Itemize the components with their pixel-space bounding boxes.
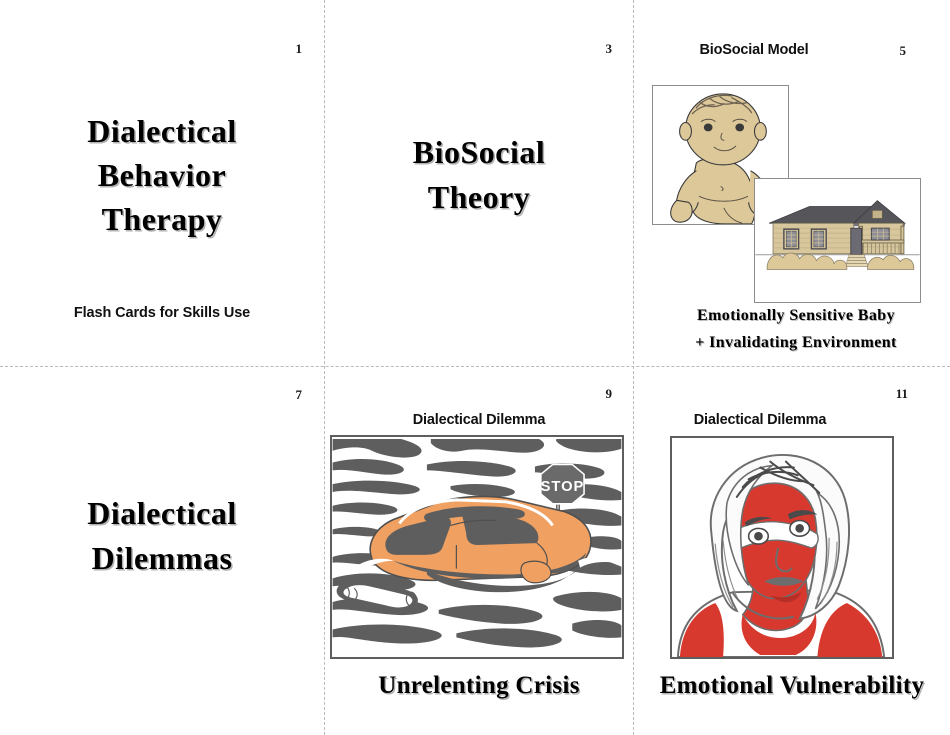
card-title-line-2: Dilemmas	[91, 540, 233, 576]
card-9[interactable]: 9 Dialectical Dilemma	[325, 367, 633, 735]
card-title-line-2: Behavior	[97, 157, 227, 193]
card-caption: Unrelenting Crisis	[378, 672, 580, 699]
cut-guide-vertical-right	[633, 0, 634, 735]
card-5[interactable]: BioSocial Model 5	[634, 0, 950, 366]
card-number: 7	[295, 387, 303, 402]
card-header: Dialectical Dilemma	[412, 412, 546, 428]
card-3[interactable]: 3 BioSocial Theory	[325, 0, 633, 366]
cut-guide-vertical-left	[324, 0, 325, 735]
card-7[interactable]: 7 Dialectical Dilemmas	[0, 367, 324, 735]
card-number: 1	[295, 41, 303, 56]
card-header: BioSocial Model	[699, 42, 809, 58]
card-title-line-2: Theory	[427, 179, 531, 215]
woman-face-illustration-frame	[670, 436, 894, 659]
cut-guide-horizontal	[0, 366, 950, 367]
card-number: 11	[895, 386, 908, 401]
house-illustration	[755, 179, 920, 302]
card-11[interactable]: 11 Dialectical Dilemma	[634, 367, 950, 735]
card-number: 3	[605, 41, 613, 56]
card-subtitle: Flash Cards for Skills Use	[73, 305, 251, 321]
card-title-line-3: Therapy	[101, 201, 223, 237]
card-title-line-1: Dialectical	[87, 495, 237, 531]
stop-sign-text: STOP	[541, 479, 585, 495]
card-caption-line-2: + Invalidating Environment	[695, 334, 897, 351]
card-1[interactable]: 1 Dialectical Behavior Therapy Flash Car…	[0, 0, 324, 366]
card-caption-line-1: Emotionally Sensitive Baby	[697, 307, 895, 324]
card-header: Dialectical Dilemma	[693, 412, 827, 428]
flooded-car-illustration: STOP	[332, 437, 622, 657]
woman-face-illustration	[672, 438, 892, 657]
card-caption: Emotional Vulnerability	[659, 672, 925, 699]
flooded-car-illustration-frame: STOP	[330, 435, 624, 659]
card-title-line-1: Dialectical	[87, 113, 237, 149]
card-number: 5	[899, 43, 907, 58]
card-title-line-1: BioSocial	[412, 134, 546, 170]
card-number: 9	[605, 386, 613, 401]
house-illustration-frame	[754, 178, 921, 303]
